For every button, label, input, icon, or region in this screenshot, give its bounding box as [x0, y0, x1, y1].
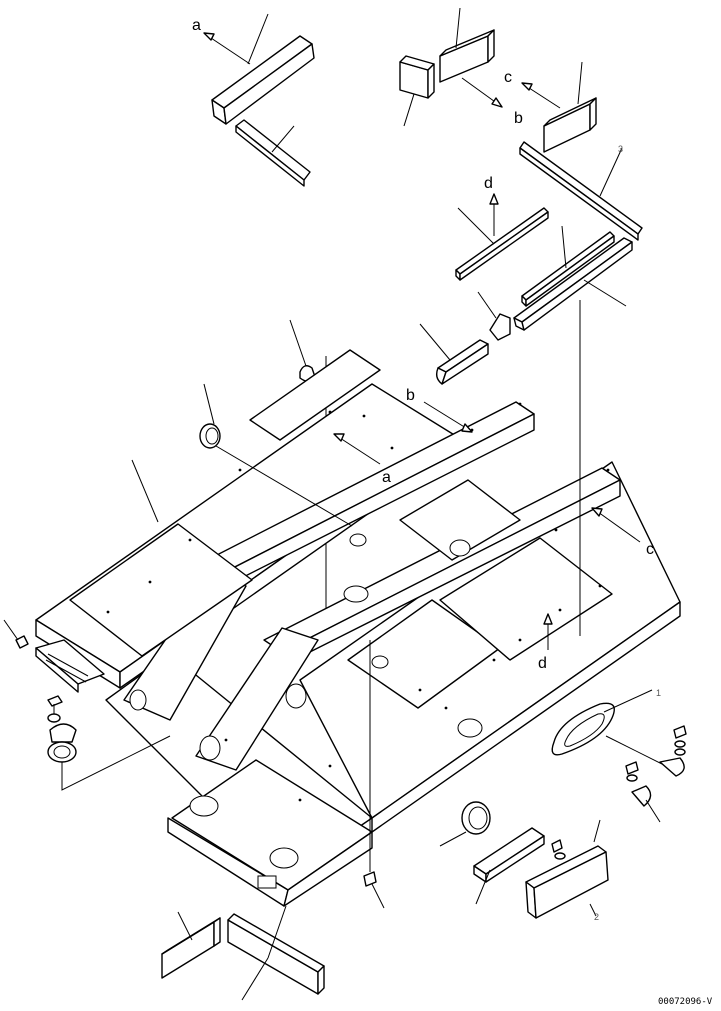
leader-main-frame: [131, 459, 159, 523]
cover-round-right: [631, 785, 661, 823]
cover-half-right: [605, 735, 685, 777]
cover-round-left-2: [47, 741, 77, 763]
cover-plate-bottom-right: [525, 819, 609, 919]
item-number-2: 2: [594, 912, 599, 922]
arrow-c-top: [521, 82, 533, 91]
washer-left: [47, 713, 61, 723]
label-d-top: d: [484, 175, 493, 192]
item-number-3: 3: [618, 144, 623, 154]
block-bottom-left-1: [161, 911, 221, 979]
seal-ring-upper: [199, 383, 221, 449]
block-top-center-2: [439, 7, 495, 83]
leader-b-frame: [423, 401, 467, 429]
block-bottom-left-2: [227, 905, 325, 1001]
strip-d-2: [521, 225, 615, 307]
seal-oval-right: [551, 689, 653, 756]
curved-plate-small: [419, 323, 489, 385]
bolt-left: [47, 695, 63, 714]
cover-round-left-1: [49, 723, 77, 743]
step-plate-left: [35, 639, 105, 693]
label-c-top: c: [504, 69, 512, 86]
item-number-1: 1: [656, 688, 661, 698]
block-top-right: [543, 61, 597, 153]
leader-c-frame: [597, 511, 641, 543]
bolt-bottom-right: [551, 839, 566, 860]
bracket-small: [477, 291, 511, 341]
revolving-frame: [35, 349, 681, 907]
bolt-right-top: [673, 725, 687, 756]
drawing-code: 00072096-V: [658, 997, 713, 1007]
bolt-bottom: [363, 871, 385, 909]
strip-d-1: [455, 207, 549, 281]
channel-d-3: [513, 237, 633, 331]
block-top-center-1: [399, 55, 435, 127]
long-bar-right: [519, 141, 643, 241]
arrow-b-frame: [461, 423, 473, 433]
arrow-d-frame: [543, 613, 553, 625]
strip-top-left: [235, 119, 311, 187]
arrow-a-frame: [333, 433, 345, 442]
leader-seal-ring: [215, 445, 353, 527]
plate-bottom-center: [473, 827, 545, 905]
leader-a-top: [207, 35, 251, 65]
label-b-frame: b: [406, 387, 415, 404]
bolt-right-mid: [625, 761, 639, 782]
leader-c-top: [525, 85, 561, 109]
arrow-a-top: [203, 32, 215, 41]
arrow-b-top: [491, 97, 503, 108]
bolt-left-edge: [3, 619, 29, 649]
leader-a-frame: [339, 437, 381, 465]
seal-ring-lower: [439, 801, 491, 847]
label-c-frame: c: [646, 541, 654, 558]
label-d-frame: d: [538, 655, 547, 672]
label-a-top: a: [192, 17, 201, 34]
leader-left-hardware: [61, 735, 171, 791]
label-b-top: b: [514, 110, 523, 127]
arrow-d-top: [489, 193, 499, 205]
arrow-c-frame: [591, 507, 603, 517]
label-a-frame: a: [382, 469, 391, 486]
cover-plate-top-left: [211, 13, 315, 125]
leader-b-top: [461, 77, 499, 105]
